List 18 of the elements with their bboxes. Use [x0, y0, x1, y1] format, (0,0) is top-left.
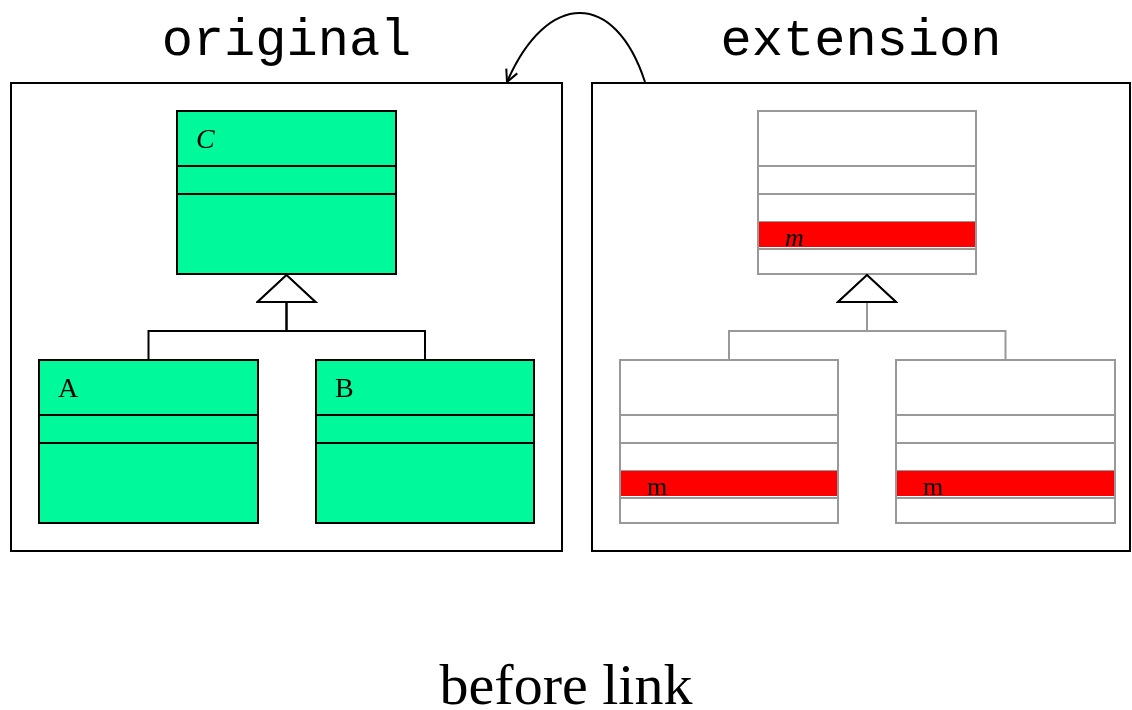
caption: before link: [438, 651, 694, 710]
curved-arrow: [506, 12, 646, 83]
class-box: [176, 110, 397, 275]
inheritance-arrow: [256, 274, 426, 360]
inheritance-arrow: [837, 274, 1007, 360]
method-row: m: [897, 471, 1114, 496]
class-box: [895, 359, 1116, 524]
frame-heading: extension: [719, 12, 1003, 72]
method-row: m: [759, 222, 975, 247]
method-row: m: [621, 471, 837, 496]
class-box: [619, 359, 839, 524]
frame-heading: original: [160, 12, 413, 72]
class-name: A: [58, 373, 79, 403]
class-box: [757, 110, 977, 275]
class-box: [38, 359, 259, 524]
class-name: B: [335, 373, 354, 403]
class-box: [315, 359, 535, 524]
class-name: C: [196, 124, 215, 154]
